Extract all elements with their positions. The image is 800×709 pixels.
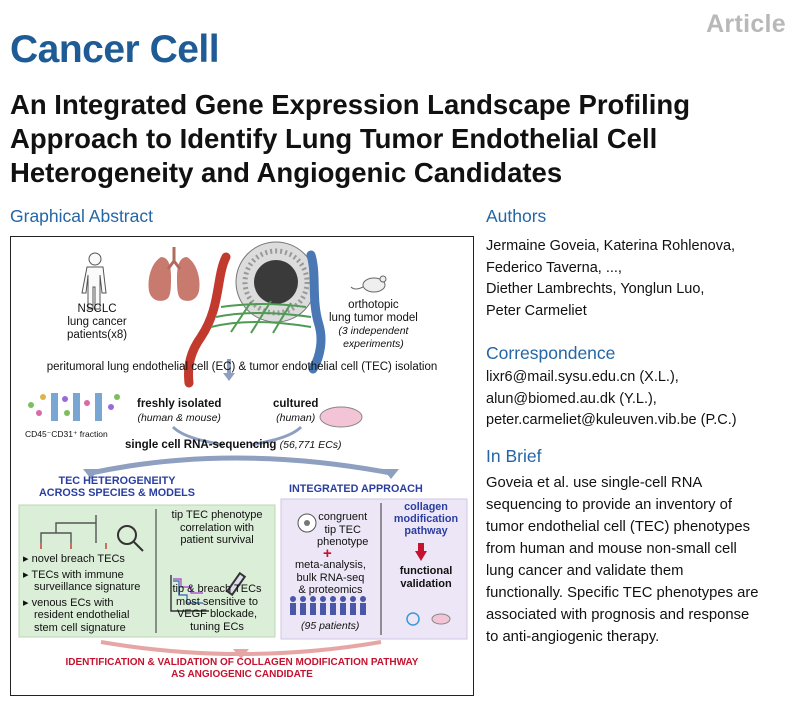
split-arrow (90, 455, 392, 476)
collagen-line: collagen (404, 501, 448, 513)
vegf-line: tuning ECs (190, 620, 244, 633)
red-vessel (184, 252, 231, 388)
survival-line: correlation with (180, 521, 254, 534)
cell-icon (297, 513, 317, 533)
email-line[interactable]: alun@biomed.au.dk (Y.L.), (486, 390, 657, 407)
survival-line: tip TEC phenotype (171, 509, 263, 521)
sequencing-count: (56,771 ECs) (279, 439, 342, 451)
brief-line: Goveia et al. use single-cell RNA (486, 475, 703, 491)
vegf-line: VEGF blockade, (176, 608, 258, 620)
right-heading: INTEGRATED APPROACH (289, 483, 423, 495)
brief-line: lung cancer and validate them (486, 563, 684, 579)
functional-line: functional (399, 565, 453, 577)
human-icon (81, 252, 107, 310)
vegf-line: most sensitive to (176, 595, 258, 608)
meta-line: bulk RNA-seq (296, 571, 365, 584)
bullet-item: ▸ TECs with immune (23, 568, 124, 581)
bullet-item-cont: surveillance signature (34, 581, 141, 593)
cultured-note: (human) (276, 412, 316, 424)
model-line: lung tumor model (329, 312, 418, 324)
brief-line: sequencing to provide an inventory of (486, 497, 732, 513)
email-line[interactable]: peter.carmeliet@kuleuven.vib.be (P.C.) (486, 412, 737, 428)
survival-plot-icon (170, 575, 209, 612)
bullet-item: ▸ venous ECs with (23, 596, 114, 609)
author-line: Jermaine Goveia, Katerina Rohlenova, (486, 238, 736, 254)
magnifier-icon (117, 525, 144, 552)
left-heading-line: ACROSS SPECIES & MODELS (39, 487, 195, 499)
model-note: experiments) (343, 338, 404, 350)
author-line: Peter Carmeliet (486, 302, 587, 319)
graphical-abstract: NSCLC lung cancer patients(x8) orthotopi… (10, 236, 474, 696)
authors-list: Jermaine Goveia, Katerina Rohlenova, Fed… (486, 236, 791, 322)
fraction-label: CD45⁻CD31⁺ fraction (25, 429, 108, 439)
cell-tubes-icon (28, 393, 120, 421)
left-panel-bg (18, 504, 276, 638)
meta-line: & proteomics (298, 584, 363, 596)
isolation-label: peritumoral lung endothelial cell (EC) &… (46, 361, 438, 373)
patients-line: lung cancer (67, 316, 127, 328)
capillary-bed (210, 300, 312, 334)
authors-heading: Authors (486, 206, 547, 226)
abstract-illustration (18, 241, 468, 659)
brief-line: tumor endothelial cell (TEC) phenotypes (486, 519, 751, 535)
freshly-note: (human & mouse) (137, 412, 221, 424)
mouse-icon (350, 275, 387, 293)
bullet-item-cont: resident endothelial (34, 609, 130, 621)
article-title: An Integrated Gene Expression Landscape … (10, 88, 790, 190)
patients-icon (290, 596, 366, 615)
email-line[interactable]: lixr6@mail.sysu.edu.cn (X.L.), (486, 369, 679, 385)
brief-line: functionally. Specific TEC phenotypes ar… (486, 585, 759, 601)
collagen-line: pathway (404, 525, 448, 537)
freshly-isolated-label: freshly isolated (137, 398, 222, 410)
patients-line: NSCLC (77, 303, 117, 315)
petri-dish-icon (319, 406, 363, 428)
left-heading-line: TEC HETEROGENEITY (58, 475, 176, 487)
correspondence-heading: Correspondence (486, 343, 616, 363)
survival-line: patient survival (180, 534, 254, 546)
patients-count: (95 patients) (301, 620, 360, 632)
collagen-line: modification (393, 513, 459, 525)
cultured-label: cultured (273, 398, 319, 410)
syringe-icon (225, 571, 247, 597)
article-type-label: Article (706, 10, 786, 38)
conclusion-line: AS ANGIOGENIC CANDIDATE (171, 669, 313, 680)
title-line: An Integrated Gene Expression Landscape … (10, 89, 691, 120)
down-arrow (415, 551, 427, 561)
congruent-line: tip TEC (324, 523, 361, 536)
patients-line: patients(x8) (67, 329, 128, 341)
correspondence-list: lixr6@mail.sysu.edu.cn (X.L.), alun@biom… (486, 367, 791, 432)
blue-vessel (306, 250, 326, 374)
bullet-item-cont: stem cell signature (34, 621, 126, 634)
brief-line: from human and mouse non-small cell (486, 541, 737, 557)
functional-line: validation (400, 577, 452, 590)
in-brief-text: Goveia et al. use single-cell RNA sequen… (486, 472, 791, 648)
author-line: Diether Lambrechts, Yonglun Luo, (486, 281, 705, 297)
congruent-line: congruent (318, 511, 368, 523)
journal-title: Cancer Cell (10, 28, 220, 71)
title-line: Heterogeneity and Angiogenic Candidates (10, 157, 563, 188)
model-line: orthotopic (348, 299, 399, 311)
bullet-item: ▸ novel breach TECs (23, 553, 125, 565)
lungs-icon (148, 247, 200, 301)
plus-sign: + (323, 545, 332, 562)
in-brief-heading: In Brief (486, 446, 542, 466)
sequencing-label: single cell RNA-sequencing (125, 439, 277, 451)
title-line: Approach to Identify Lung Tumor Endothel… (10, 123, 658, 154)
model-note: (3 independent (338, 325, 409, 337)
conclusion-line: IDENTIFICATION & VALIDATION OF COLLAGEN … (65, 657, 419, 668)
graphical-abstract-heading: Graphical Abstract (10, 206, 153, 226)
brief-line: associated with prognosis and response (486, 607, 750, 623)
author-line: Federico Taverna, ..., (486, 259, 622, 276)
congruent-line: phenotype (317, 536, 369, 548)
meta-line: meta-analysis, (295, 559, 366, 571)
dendrogram-icon (40, 515, 107, 549)
tumor-icon (235, 241, 317, 323)
brief-line: to anti-angiogenic therapy. (486, 629, 660, 645)
validation-icons (406, 612, 451, 626)
vegf-line: tip & breach TECs (172, 583, 262, 595)
